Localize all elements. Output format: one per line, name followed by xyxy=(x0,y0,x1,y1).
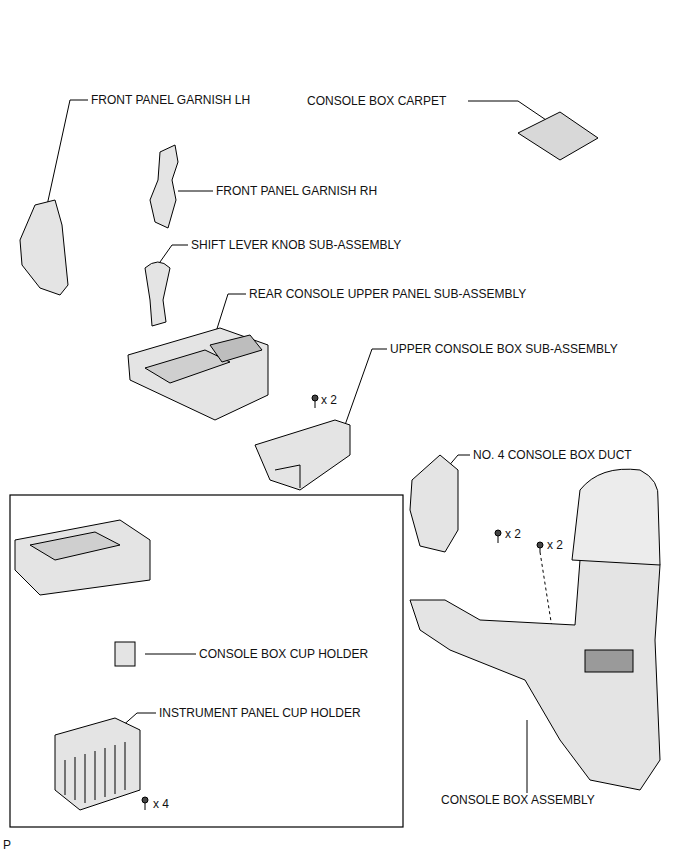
part-name: FRONT PANEL GARNISH RH xyxy=(215,184,378,198)
part-name: CONSOLE BOX CARPET xyxy=(306,94,447,108)
garnish-lh xyxy=(20,200,68,295)
cup-holder xyxy=(115,642,135,666)
page-mark: P xyxy=(2,838,12,852)
vent xyxy=(585,650,633,672)
console-lid xyxy=(572,469,660,565)
parts xyxy=(15,112,660,810)
box-detail xyxy=(275,465,300,488)
upper-console-box xyxy=(255,420,350,490)
inset-panel xyxy=(15,520,150,595)
panel-detail xyxy=(210,335,262,362)
rear-upper-panel xyxy=(128,328,268,420)
leader-lines xyxy=(46,100,566,793)
duct xyxy=(410,455,458,552)
quantity: x 4 xyxy=(152,797,170,811)
panel-detail xyxy=(30,532,120,560)
quantity: x 2 xyxy=(546,538,564,552)
shift-knob xyxy=(145,262,170,326)
part-name: NO. 4 CONSOLE BOX DUCT xyxy=(472,448,633,462)
quantity: x 2 xyxy=(320,393,338,407)
part-name: UPPER CONSOLE BOX SUB-ASSEMBLY xyxy=(389,342,619,356)
instrument-cup-holder xyxy=(55,718,140,810)
quantity: x 2 xyxy=(504,527,522,541)
console-box xyxy=(410,540,660,790)
part-name: INSTRUMENT PANEL CUP HOLDER xyxy=(158,706,362,720)
part-name: SHIFT LEVER KNOB SUB-ASSEMBLY xyxy=(190,238,402,252)
part-name: FRONT PANEL GARNISH LH xyxy=(90,93,251,107)
part-name: CONSOLE BOX CUP HOLDER xyxy=(198,647,369,661)
ribs xyxy=(65,742,125,803)
carpet xyxy=(518,112,598,160)
inset-frame xyxy=(10,495,403,827)
garnish-rh xyxy=(150,145,178,228)
part-name: REAR CONSOLE UPPER PANEL SUB-ASSEMBLY xyxy=(248,287,527,301)
part-name: CONSOLE BOX ASSEMBLY xyxy=(440,793,596,807)
